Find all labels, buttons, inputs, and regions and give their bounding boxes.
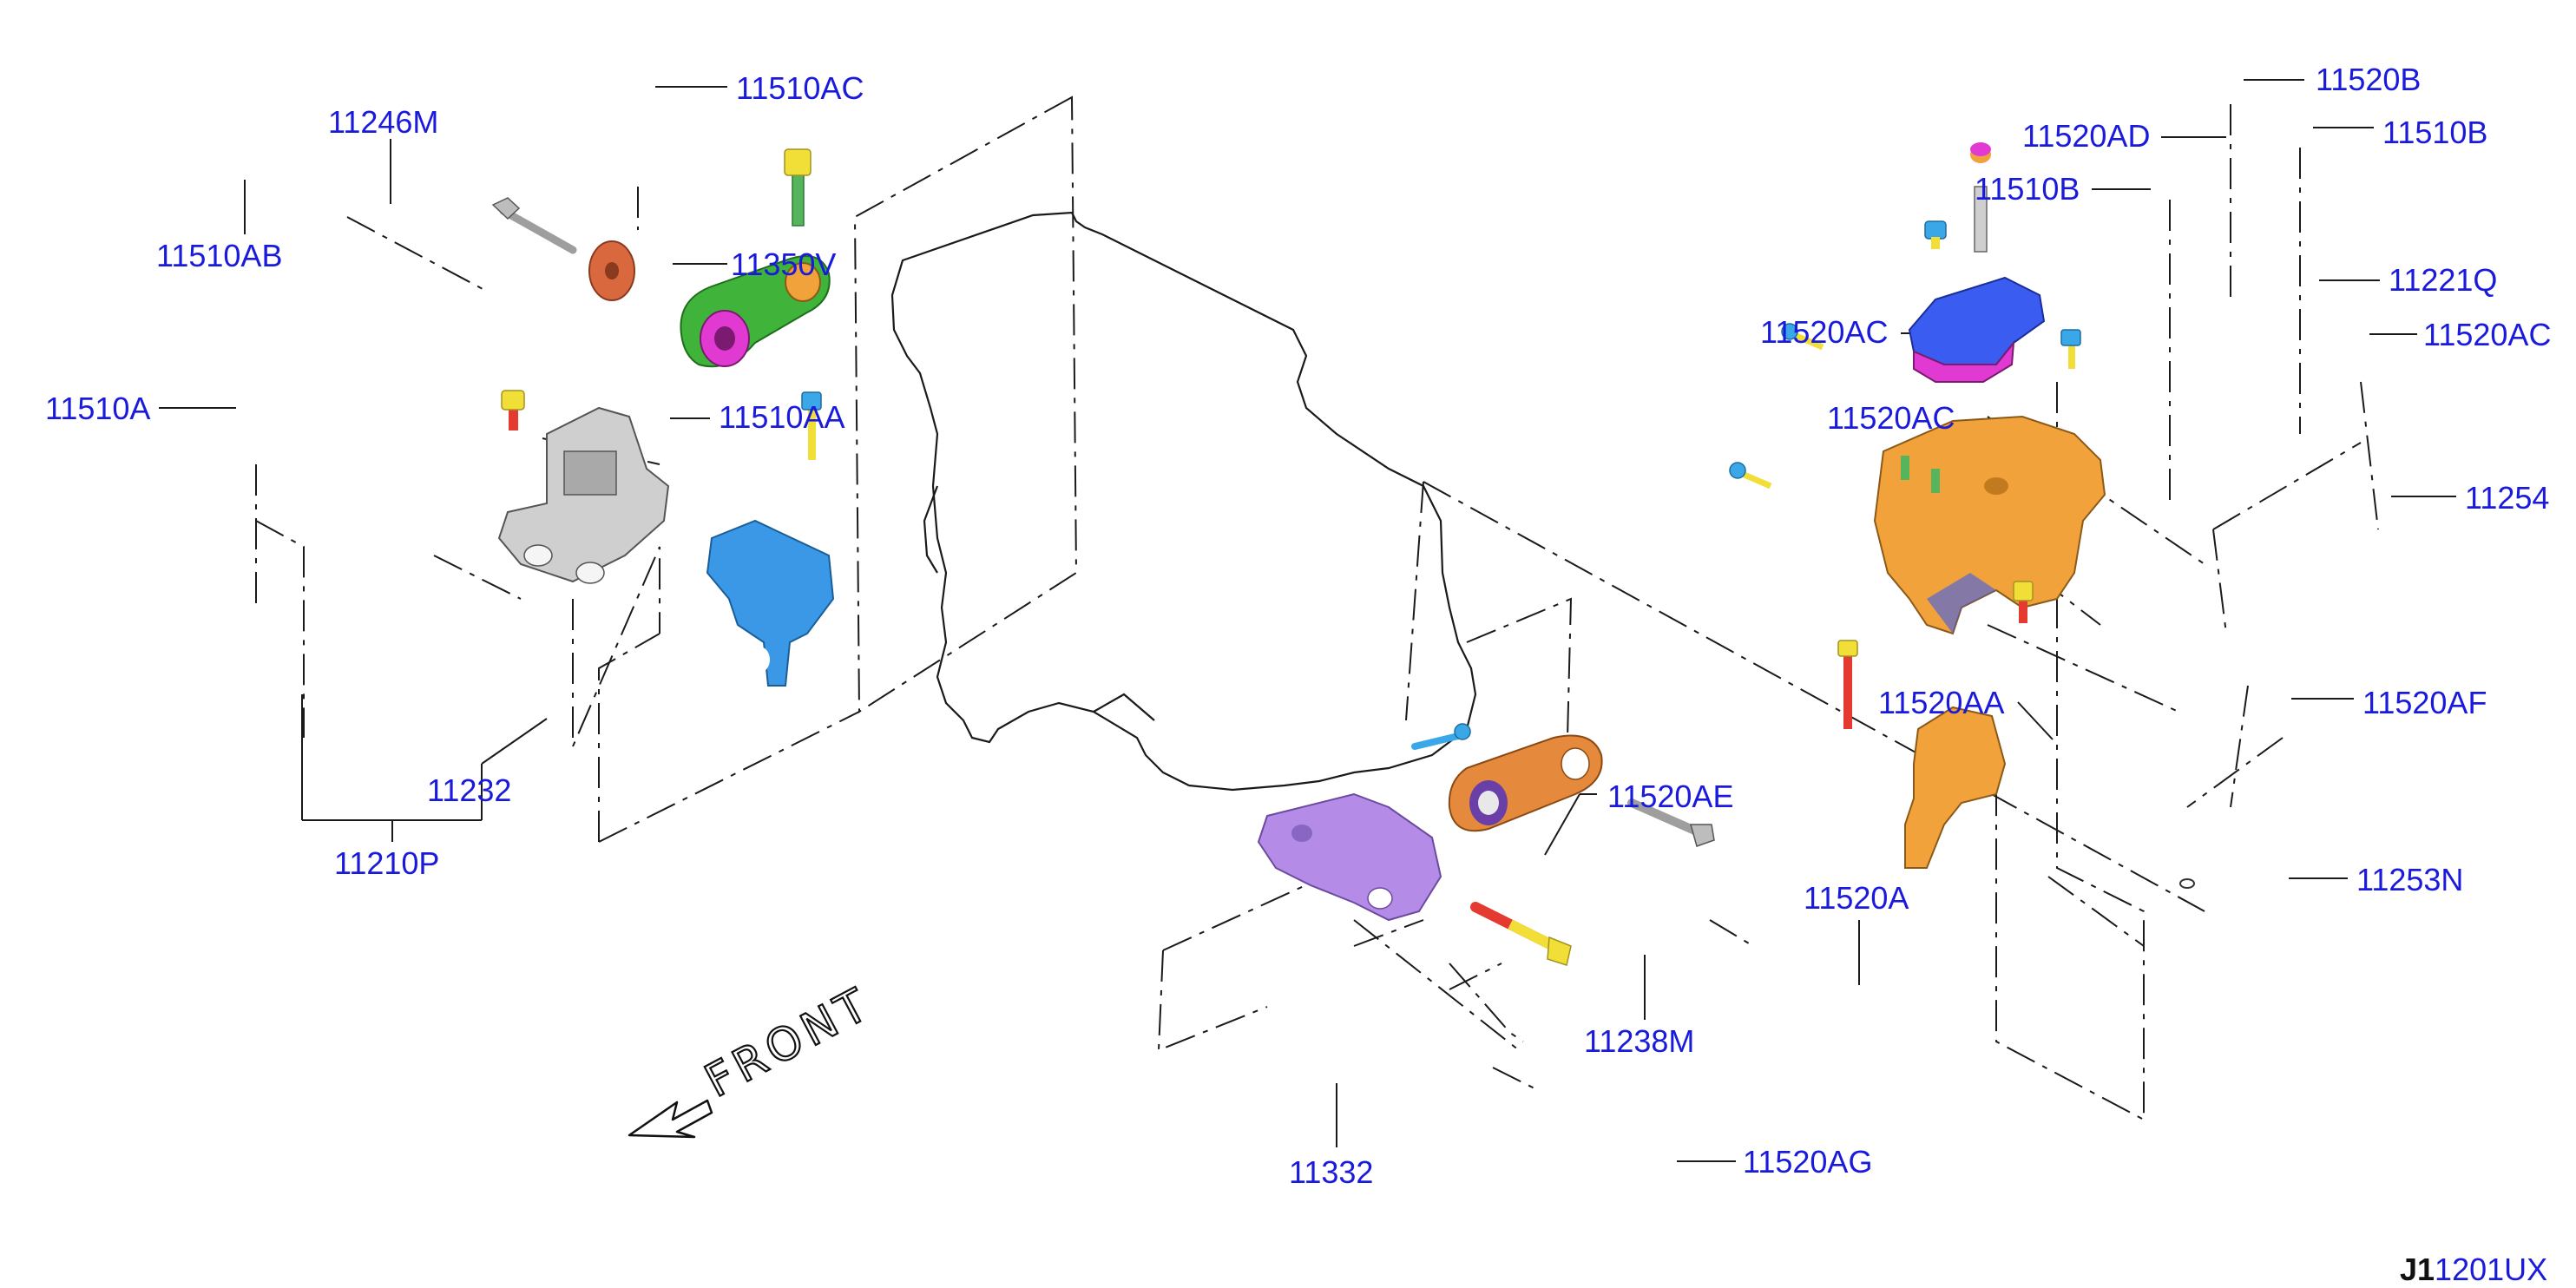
pin-11253N: [2179, 878, 2195, 889]
label-11254: 11254: [2465, 480, 2549, 516]
bracket-purple-11332: [1257, 792, 1442, 922]
label-11520AG: 11520AG: [1743, 1144, 1872, 1180]
front-arrow-icon: [628, 1099, 713, 1139]
label-11350V: 11350V: [731, 246, 836, 282]
label-11520AC-top: 11520AC: [1760, 314, 1888, 350]
label-11520AC-mid: 11520AC: [1827, 400, 1955, 436]
reference-code-suffix: 1201UX: [2435, 1252, 2547, 1287]
label-11221Q: 11221Q: [2389, 262, 2497, 298]
bolt-11520AA-stud: [1837, 640, 1858, 729]
label-11520A: 11520A: [1804, 880, 1909, 916]
label-11510A: 11510A: [45, 391, 150, 426]
nut-11520AD: [1970, 142, 1991, 163]
washer-11246M: [588, 240, 635, 301]
label-11520AF: 11520AF: [2362, 685, 2487, 720]
label-11520AE: 11520AE: [1607, 779, 1733, 814]
reference-code: J11201UX: [2400, 1252, 2547, 1287]
bracket-orange-11520A: [1904, 706, 2007, 869]
mount-blue-11510B: [1908, 276, 2046, 383]
label-11510B-right: 11510B: [2382, 115, 2487, 150]
engine-mount-silver: [497, 406, 670, 584]
bolt-11238M: [1470, 902, 1572, 966]
label-11510B-center: 11510B: [1975, 171, 2080, 207]
bolt-right-blue-1: [1924, 220, 1947, 249]
bolt-11520AE: [1627, 798, 1715, 847]
label-11332: 11332: [1289, 1154, 1373, 1190]
bolt-11520AC-right: [2060, 329, 2081, 369]
bracket-blue-11232: [706, 519, 835, 687]
label-11520AA: 11520AA: [1878, 685, 2004, 720]
engine-outline: [890, 211, 1477, 792]
bracket-orange-11254: [1873, 415, 2106, 635]
bolt-11246M: [491, 197, 577, 254]
stud-11510B: [1974, 186, 1988, 253]
bolt-11520AC-mid: [1729, 462, 1772, 490]
bolt-11520AC-top: [1781, 323, 1824, 351]
bolt-center-blue: [1411, 723, 1471, 750]
front-label: FRONT: [697, 977, 881, 1107]
label-11253N: 11253N: [2356, 862, 2463, 897]
leader-lines: [159, 79, 2456, 1162]
label-11520AD: 11520AD: [2022, 118, 2150, 154]
reference-code-prefix: J1: [2400, 1252, 2435, 1287]
part-labels: 11510AC 11246M 11510AB 11350V 11510A 115…: [45, 62, 2551, 1190]
link-copper-11520AE: [1448, 734, 1603, 832]
bolt-right-yellow: [2013, 581, 2034, 623]
bolt-11510A: [501, 390, 525, 430]
bolt-11510AC: [784, 148, 812, 227]
label-11510AC-left: 11510AC: [736, 70, 864, 106]
label-11510AB: 11510AB: [156, 238, 282, 273]
label-11520B: 11520B: [2316, 62, 2421, 97]
label-11232: 11232: [427, 772, 511, 808]
label-11246M: 11246M: [328, 104, 438, 140]
label-11510AA: 11510AA: [719, 399, 844, 435]
label-11520AC-right: 11520AC: [2423, 317, 2551, 352]
bolt-11510AA: [801, 391, 822, 460]
label-11210P: 11210P: [334, 845, 439, 881]
torque-rod-11350V: [680, 255, 831, 368]
label-11238M: 11238M: [1584, 1023, 1694, 1059]
